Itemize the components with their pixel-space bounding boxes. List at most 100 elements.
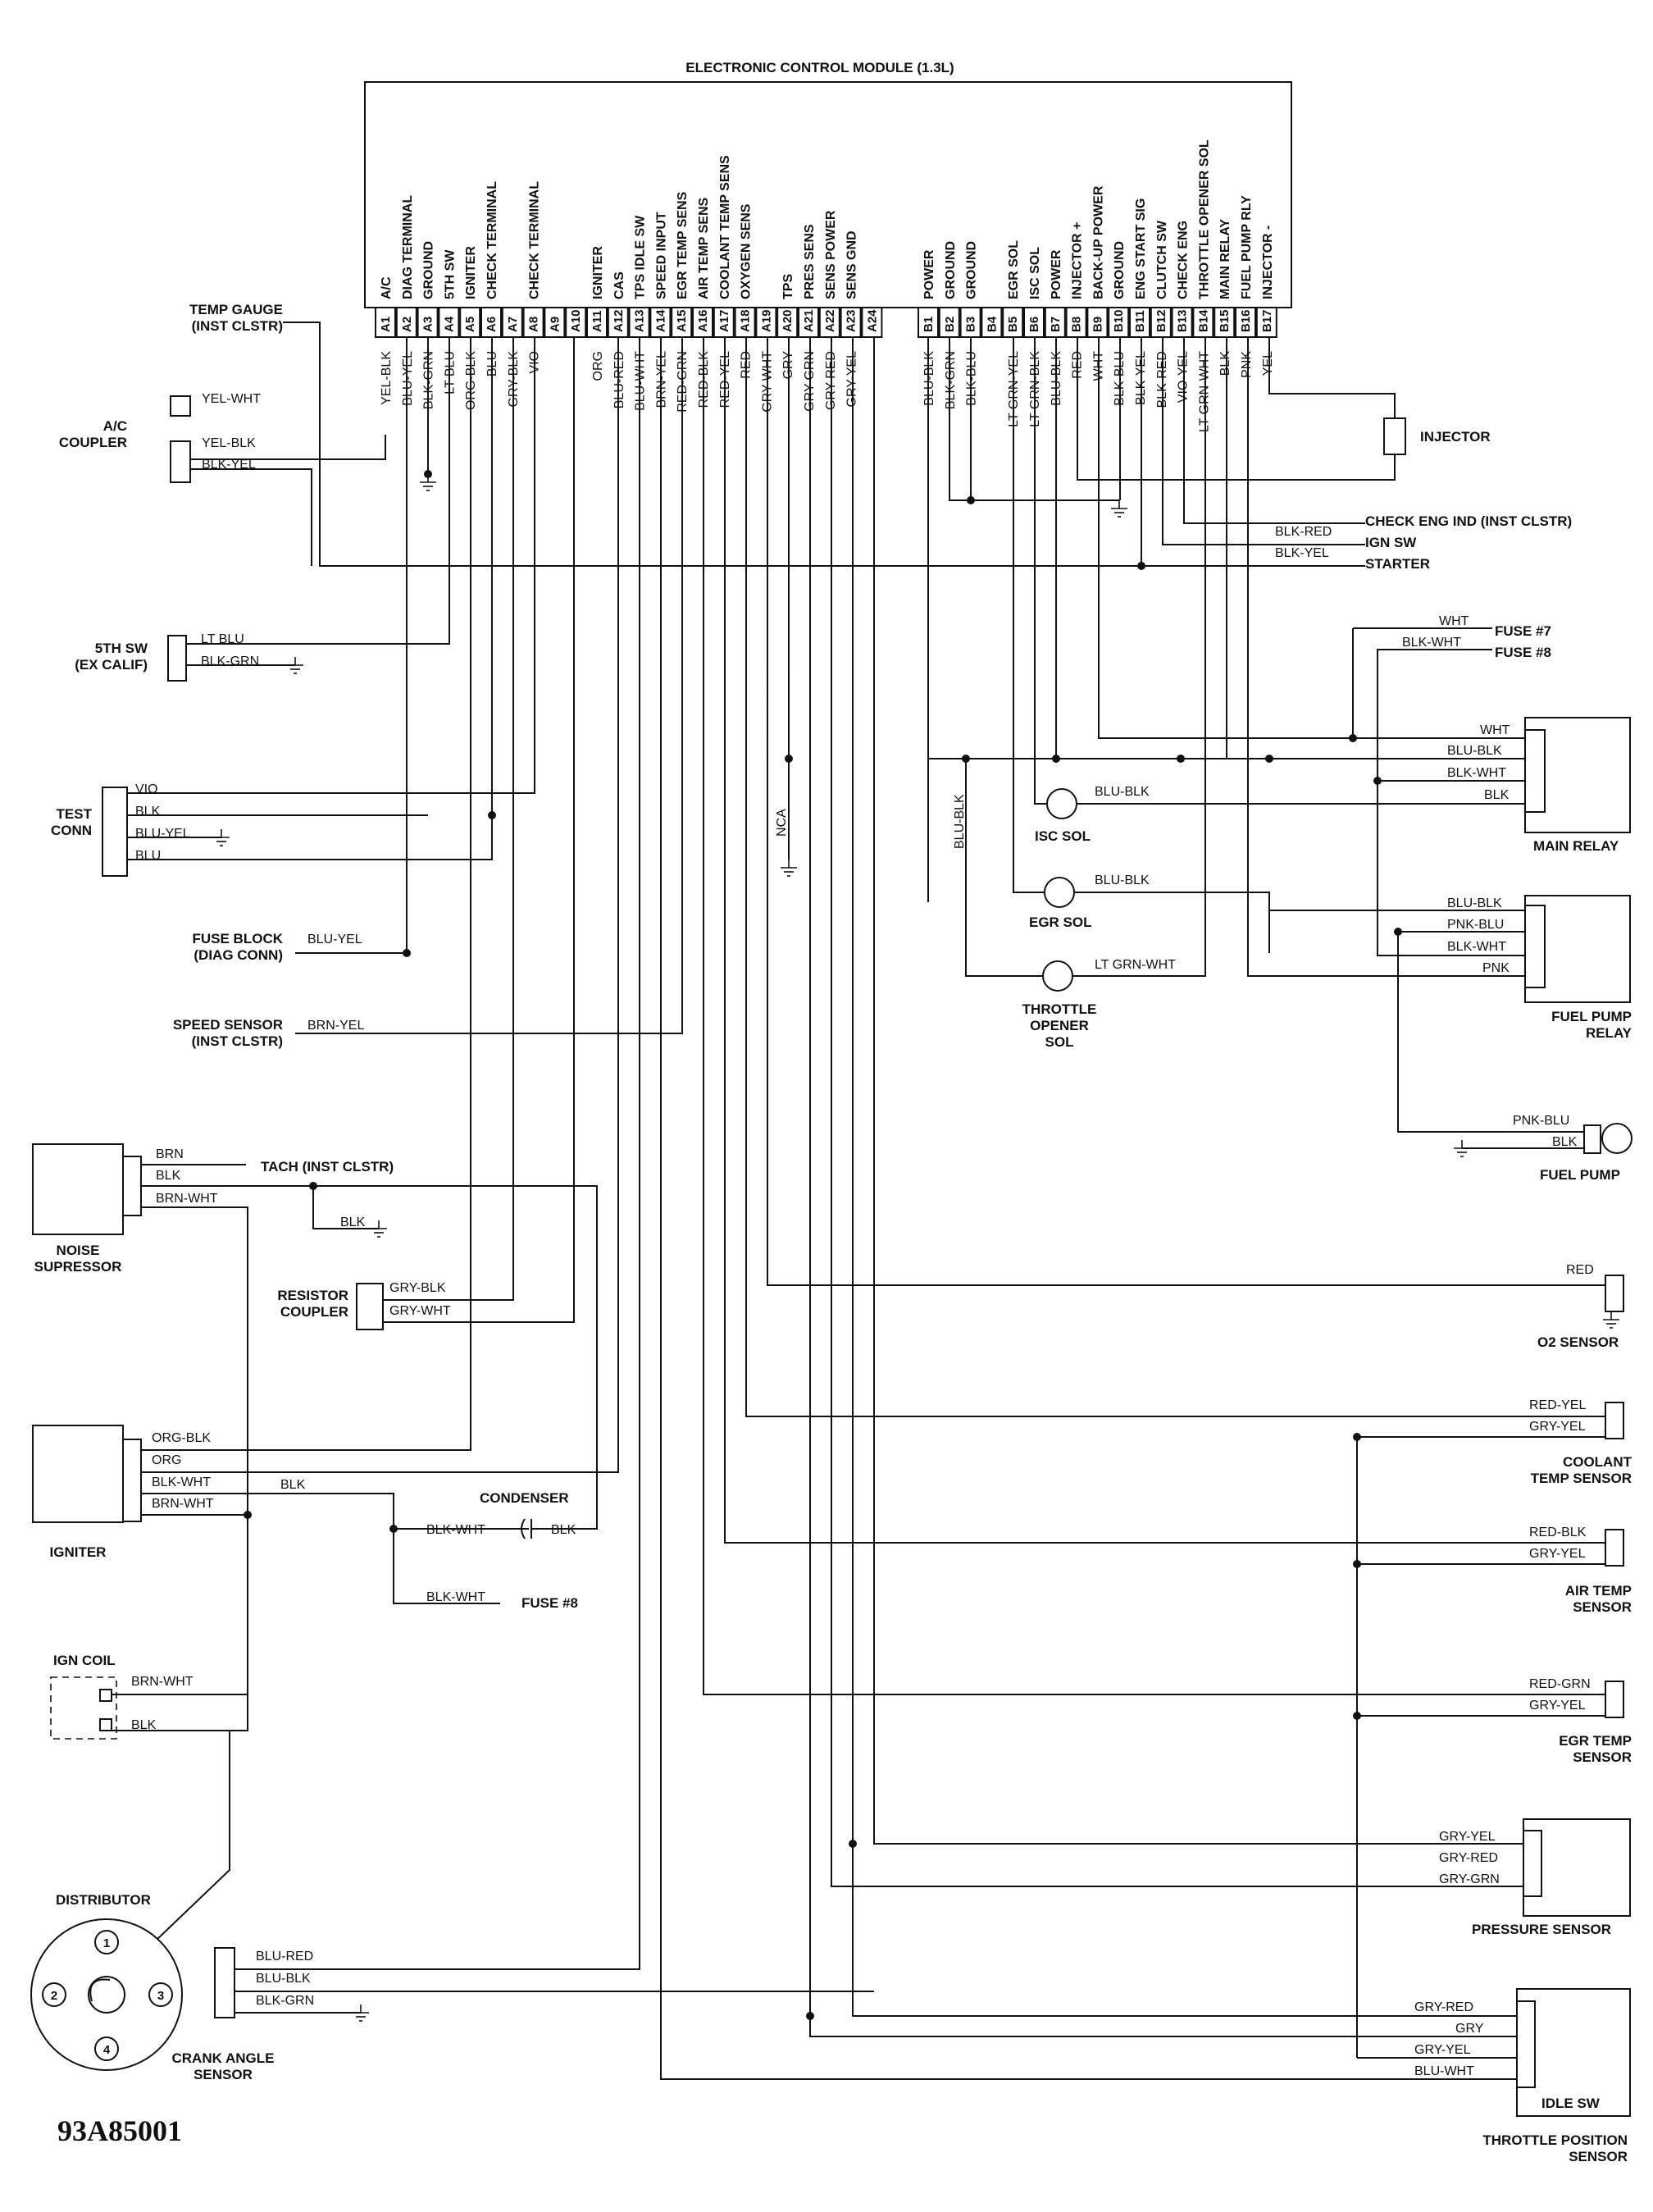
igniter-pins xyxy=(122,1439,142,1522)
label-line: COOLANT xyxy=(1563,1454,1633,1470)
wire-junction xyxy=(1373,777,1382,785)
tach-label: TACH (INST CLSTR) xyxy=(261,1159,394,1174)
ac-wire-1: YEL-WHT xyxy=(202,392,261,406)
speed-sensor-label: SPEED SENSOR(INST CLSTR) xyxy=(173,1017,283,1049)
ecm-b-pin-box xyxy=(1192,307,1214,338)
main-wire-4: BLK xyxy=(1484,788,1510,802)
wire-junction xyxy=(244,1511,252,1519)
igniter-wire-4: BRN-WHT xyxy=(152,1497,214,1511)
wire-network xyxy=(112,322,1619,2080)
wire-junction xyxy=(1052,755,1060,763)
label-line: SPEED SENSOR xyxy=(173,1017,283,1033)
ecm-a-pin-function: SENS POWER xyxy=(824,210,838,299)
ecm-b-pin-box xyxy=(1108,307,1130,338)
tps-wire-4: BLU-WHT xyxy=(1414,2064,1474,2078)
ecm-b-pin-box xyxy=(1255,307,1277,338)
ecm-b-pin-id: B1 xyxy=(922,317,936,332)
label-line: SUPRESSOR xyxy=(34,1259,122,1275)
ecm-a-pin-id: A24 xyxy=(865,309,879,332)
wire-segment xyxy=(1397,932,1584,1133)
resistor-wire-2: GRY-WHT xyxy=(389,1304,451,1318)
label-line: THROTTLE xyxy=(1022,1001,1097,1017)
ecm-b-wire-color: YEL xyxy=(1261,351,1275,376)
wire-segment xyxy=(531,1480,598,1530)
wire-segment xyxy=(852,337,1517,2017)
label-line: (EX CALIF) xyxy=(75,657,148,673)
label-line: COUPLER xyxy=(59,435,127,450)
ecm-b-pin-function: INJECTOR + xyxy=(1071,222,1085,299)
distributor-symbol: 1 2 3 4 xyxy=(30,1918,183,2071)
fifth-sw-connector xyxy=(167,635,187,682)
igniter-box xyxy=(32,1425,124,1523)
main-relay-pins xyxy=(1524,729,1546,813)
label-line: FUEL PUMP xyxy=(1551,1009,1632,1024)
ecm-b-pin-id: B16 xyxy=(1239,309,1253,332)
wire-junction xyxy=(1353,1712,1361,1720)
wire-segment xyxy=(1098,337,1525,739)
fuse-block-label: FUSE BLOCK(DIAG CONN) xyxy=(193,931,284,963)
ecm-a-pin-id: A1 xyxy=(379,317,393,332)
wire-junction xyxy=(806,2012,814,2020)
ecm-b-pin-function: BACK-UP POWER xyxy=(1091,185,1105,299)
coolant-pins xyxy=(1605,1402,1624,1439)
ground-symbol xyxy=(420,474,436,491)
fpr-wire-4: PNK xyxy=(1482,961,1510,975)
ecm-b-pin-id: B6 xyxy=(1027,317,1041,332)
ecm-b-pin-id: B8 xyxy=(1070,317,1084,332)
crank-wire-3: BLK-GRN xyxy=(256,1994,314,2008)
tps-wire-1: GRY-RED xyxy=(1414,2000,1473,2014)
wire-segment xyxy=(1183,337,1365,524)
ecm-a-pin-id: A8 xyxy=(527,317,541,332)
main-wire-2: BLU-BLK xyxy=(1447,744,1502,758)
label-line: SENSOR xyxy=(1569,2149,1628,2164)
igniter-blk-label: BLK xyxy=(280,1478,306,1492)
nca-label: NCA xyxy=(775,809,789,837)
coolant-wire-1: RED-YEL xyxy=(1529,1398,1586,1412)
wire-junction xyxy=(1394,928,1402,936)
air-temp-pins xyxy=(1605,1529,1624,1567)
ecm-a-pin-id: A12 xyxy=(612,309,626,332)
ecm-a-pin-id: A6 xyxy=(485,317,499,332)
blu-blk-vertical: BLU-BLK xyxy=(953,794,967,849)
ecm-a-pin-box xyxy=(544,307,566,338)
noise-wire-1: BRN xyxy=(156,1147,184,1161)
egr-sol-symbol xyxy=(1044,877,1075,908)
tps-wire-2: GRY xyxy=(1455,2022,1484,2036)
doc-id: 93A85001 xyxy=(57,2114,182,2147)
ecm-b-pin-function: CLUTCH SW xyxy=(1155,220,1169,299)
label-line: 5TH SW xyxy=(95,641,148,656)
ign-coil-box xyxy=(50,1676,117,1740)
label-line: EGR TEMP xyxy=(1559,1733,1632,1749)
wire-segment xyxy=(703,337,1605,1695)
fp-wire-2: BLK xyxy=(1552,1135,1578,1149)
ecm-b-pin-box xyxy=(1150,307,1172,338)
ecm-b-pin-function: MAIN RELAY xyxy=(1218,219,1232,299)
fuse8-label: FUSE #8 xyxy=(521,1595,578,1611)
air-wire-1: RED-BLK xyxy=(1529,1526,1587,1539)
ecm-b-pin-id: B3 xyxy=(964,317,978,332)
wire-segment xyxy=(127,337,535,794)
starter-label: STARTER xyxy=(1365,556,1430,572)
label-line: COUPLER xyxy=(280,1304,348,1320)
ecm-b-wire-color: PNK xyxy=(1240,351,1254,378)
ecm-b-pin-function: GROUND xyxy=(1113,241,1127,299)
wire-junction xyxy=(1353,1560,1361,1568)
egr-sol-label: EGR SOL xyxy=(1029,914,1092,930)
ecm-a-pin-function: CAS xyxy=(612,271,626,299)
ecm-b-pin-function: ENG START SIG xyxy=(1134,198,1148,299)
ecm-a-pin-box xyxy=(480,307,502,338)
wire-segment xyxy=(141,1185,598,1480)
injector-label: INJECTOR xyxy=(1420,429,1491,445)
fuse8b-label: FUSE #8 xyxy=(1495,645,1551,660)
ecm-box xyxy=(364,81,1292,308)
ecm-a-pin-box xyxy=(755,307,777,338)
ac-coupler-bottom xyxy=(170,440,191,483)
wire-segment xyxy=(724,337,1605,1544)
ground-symbol xyxy=(353,2004,369,2022)
igniter-wire-1: ORG-BLK xyxy=(152,1431,211,1445)
egr-temp-pins xyxy=(1605,1681,1624,1718)
wire-segment xyxy=(1377,649,1525,956)
coil-wire-2: BLK xyxy=(131,1718,157,1732)
